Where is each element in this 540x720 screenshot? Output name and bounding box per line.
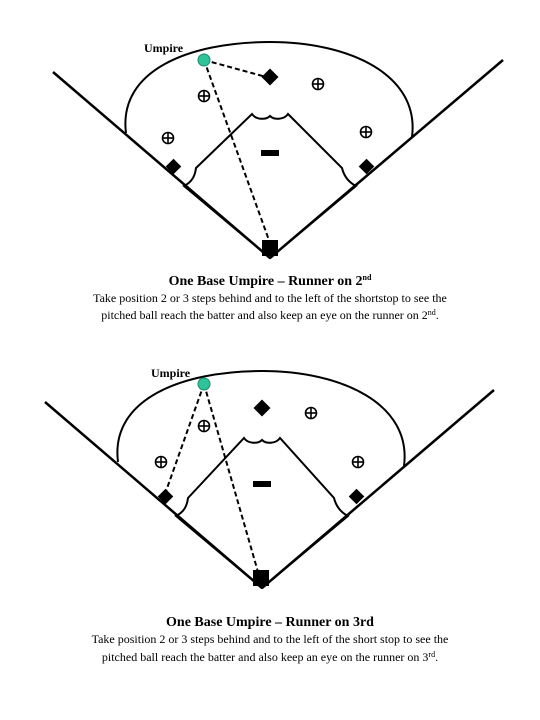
umpire-sightline-to-home — [203, 59, 271, 244]
umpire-dot-icon — [197, 377, 211, 391]
diagram-runner-on-third: Umpire One Base Umpire – Runner on 3rd T… — [44, 366, 495, 664]
fielder-third-baseman-icon — [161, 131, 175, 145]
fielder-shortstop-icon — [197, 89, 211, 103]
pitcher-rubber-icon — [253, 481, 271, 487]
diagram-title: One Base Umpire – Runner on 2nd — [169, 273, 372, 289]
fielder-second-baseman-icon — [311, 77, 325, 91]
infield-outline — [182, 112, 358, 260]
umpire-sightline-to-second — [203, 59, 271, 79]
umpire-sightline-to-third — [164, 383, 205, 495]
pitcher-rubber-icon — [261, 150, 279, 156]
diagram-title: One Base Umpire – Runner on 3rd — [166, 615, 374, 630]
home-plate-square-icon — [253, 570, 269, 586]
third-base-diamond-icon — [157, 488, 174, 505]
infield-outline — [174, 436, 350, 590]
outfield-arc — [116, 369, 406, 467]
outfield-arc — [124, 40, 414, 138]
second-base-diamond-icon — [253, 399, 271, 417]
fielder-third-baseman-icon — [154, 455, 168, 469]
description-line-2: pitched ball reach the batter and also k… — [102, 650, 438, 664]
description-line-1: Take position 2 or 3 steps behind and to… — [92, 632, 449, 646]
home-plate-square-icon — [262, 240, 278, 256]
fielder-shortstop-icon — [197, 419, 211, 433]
third-base-diamond-icon — [165, 158, 182, 175]
umpire-label: Umpire — [151, 366, 191, 380]
second-base-diamond-icon — [261, 68, 279, 86]
description-line-2: pitched ball reach the batter and also k… — [101, 308, 439, 322]
description-line-1: Take position 2 or 3 steps behind and to… — [93, 291, 447, 305]
umpire-dot-icon — [197, 53, 211, 67]
diagram-runner-on-second: Umpire One Base Umpire – Runner on 2nd T… — [52, 40, 504, 322]
umpire-sightline-to-home — [203, 383, 259, 573]
fielder-first-baseman-icon — [359, 125, 373, 139]
fielder-first-baseman-icon — [351, 455, 365, 469]
umpire-label: Umpire — [144, 41, 184, 55]
first-base-diamond-icon — [358, 158, 375, 175]
fielder-second-baseman-icon — [304, 406, 318, 420]
